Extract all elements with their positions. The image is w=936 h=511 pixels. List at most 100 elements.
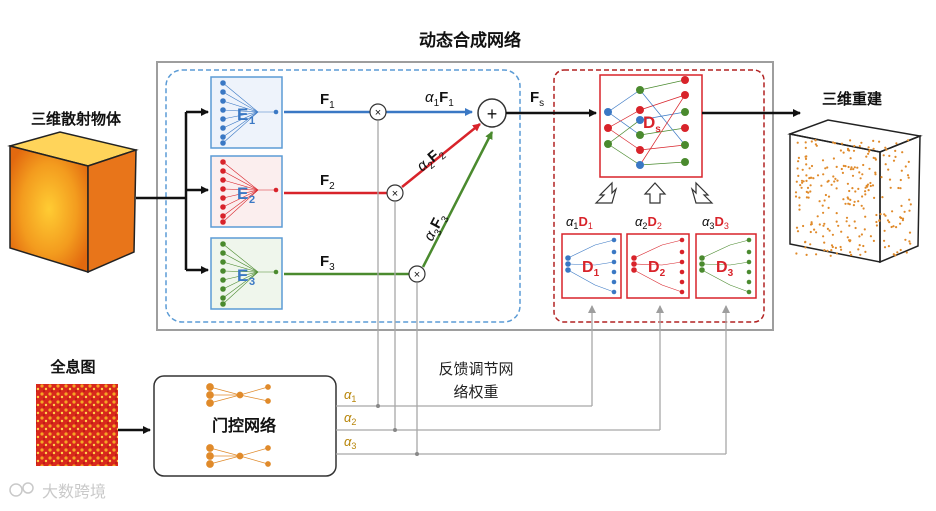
scatter-point (900, 169, 903, 172)
scatter-point (862, 207, 865, 210)
feature-f3-path (284, 131, 494, 276)
scatter-point (851, 174, 855, 177)
gating-lines (336, 121, 730, 455)
scatter-point (814, 139, 817, 142)
scatter-point (798, 208, 801, 211)
scatter-point (823, 222, 826, 225)
scatter-point (824, 193, 828, 197)
scatter-point (836, 179, 839, 182)
scatter-point (853, 166, 856, 169)
scatter-point (875, 220, 878, 224)
svg-text:×: × (392, 188, 398, 200)
scatter-point (805, 190, 808, 193)
scatter-point (865, 155, 868, 158)
scatter-point (871, 184, 875, 187)
scatter-point (909, 203, 912, 206)
scatter-point (889, 186, 892, 189)
scatter-point (883, 239, 886, 242)
scatter-point (864, 190, 867, 193)
encoder-e3-sub: 3 (249, 276, 255, 288)
encoder-e1-network (220, 80, 279, 146)
scatter-point (859, 177, 862, 180)
scatter-point (816, 215, 819, 218)
scatter-point (810, 176, 813, 179)
scatter-point (842, 164, 845, 167)
scatter-point (854, 190, 857, 193)
scatter-point (805, 163, 808, 166)
multiply-node-1: × (369, 103, 387, 121)
label-alpha1-d1: α1D1 (566, 214, 593, 231)
scatter-point (907, 176, 910, 179)
scatter-point (888, 178, 892, 181)
scatter-point (892, 225, 895, 228)
scatter-point (847, 202, 850, 205)
scatter-point (822, 235, 825, 238)
scatter-point (800, 186, 803, 189)
encoder-e3: E 3 (210, 237, 283, 310)
scatter-point (832, 175, 835, 178)
encoder-e3-label: E (237, 266, 248, 285)
scatter-point (874, 171, 877, 174)
scatter-point (840, 142, 844, 145)
label-alpha3-f3: α3F3 (421, 214, 452, 244)
label-alpha3-d3: α3D3 (702, 214, 729, 231)
scatter-point (834, 177, 837, 180)
scatter-point (873, 196, 876, 199)
scatter-point (869, 184, 872, 188)
scatter-point (839, 149, 843, 152)
scatter-point (887, 168, 890, 171)
scatter-point (869, 181, 872, 185)
junction-1 (376, 404, 380, 408)
scatter-point (810, 164, 814, 168)
diagram-title: 动态合成网络 (419, 30, 521, 51)
scatter-point (806, 186, 810, 189)
feedback-line1: 反馈调节网 (438, 360, 513, 378)
encoder-e3-network (220, 241, 279, 307)
scatter-point (883, 229, 886, 232)
scatter-point (853, 220, 856, 223)
scatter-point (796, 167, 799, 170)
scatter-point (801, 181, 804, 184)
scatter-point (874, 158, 878, 161)
scatter-point (799, 184, 802, 187)
scatter-point (847, 165, 850, 169)
input-object-label: 三维散射物体 (31, 110, 122, 128)
scatter-point (826, 249, 829, 252)
scatter-point (878, 219, 881, 222)
scatter-point (905, 251, 908, 254)
scatter-point (862, 244, 865, 248)
scatter-point (895, 226, 898, 229)
scatter-point (906, 174, 910, 177)
gate-alpha1: α1 (344, 387, 356, 404)
scatter-point (852, 204, 856, 207)
label-fs: Fs (530, 89, 544, 109)
decoder-d2: D2 (626, 233, 690, 299)
label-f1: F1 (320, 91, 335, 111)
scattering-cube (7, 131, 139, 274)
reconstruction-cube (787, 119, 923, 264)
scatter-point (883, 246, 887, 249)
scatter-point (853, 144, 856, 148)
scatter-point (866, 183, 870, 186)
scatter-point (858, 171, 861, 174)
scatter-point (846, 196, 849, 199)
scatter-point (899, 178, 902, 182)
encoder-e1-label: E (237, 105, 248, 124)
scatter-point (899, 187, 902, 190)
scatter-point (880, 176, 883, 179)
scatter-point (852, 149, 856, 152)
decoder-d3: D3 (695, 233, 757, 299)
scatter-point (823, 241, 826, 244)
decoder-d3-label: D3 (716, 259, 734, 279)
gate-alpha3: α3 (344, 434, 356, 451)
scatter-point (851, 187, 854, 190)
scatter-point (815, 231, 818, 234)
scatter-point (874, 173, 877, 176)
scatter-point (835, 187, 838, 190)
encoder-e2-label: E (237, 184, 248, 203)
multiply-node-2: × (386, 184, 404, 202)
scatter-point (796, 141, 799, 144)
scatter-point (878, 140, 881, 143)
scatter-point (833, 142, 837, 145)
